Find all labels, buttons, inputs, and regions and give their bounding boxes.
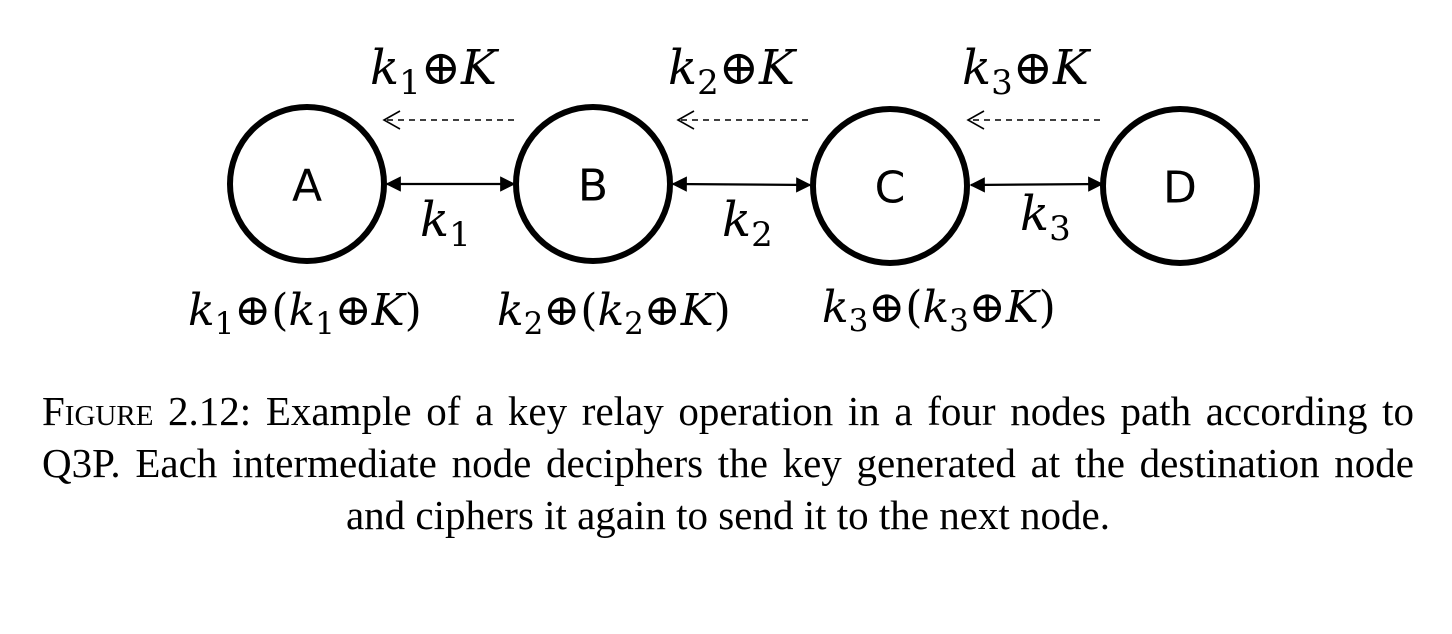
- link-key-label-1: k1: [420, 192, 471, 255]
- node-label: C: [875, 163, 906, 214]
- relay-arrow-b-a: [382, 110, 514, 130]
- relay-arrow-c-b: [676, 110, 808, 130]
- node-c: C: [810, 106, 970, 266]
- node-label: B: [578, 161, 608, 212]
- node-d: D: [1100, 106, 1260, 266]
- node-a: A: [227, 104, 387, 264]
- figure-label: Figure 2.12:: [42, 388, 252, 434]
- link-edge-b-c: [671, 176, 812, 193]
- decipher-label-2: k2⊕(k2⊕K): [497, 285, 731, 342]
- decipher-label-1: k1⊕(k1⊕K): [188, 285, 422, 342]
- relayed-label-1: k1⊕K: [370, 40, 500, 103]
- relay-arrow-d-c: [966, 110, 1100, 130]
- node-b: B: [513, 104, 673, 264]
- link-key-label-2: k2: [722, 192, 773, 255]
- figure-caption: Figure 2.12: Example of a key relay oper…: [42, 385, 1414, 541]
- link-edge-c-d: [969, 176, 1104, 193]
- link-key-label-3: k3: [1020, 186, 1071, 249]
- caption-text: Example of a key relay operation in a fo…: [42, 388, 1414, 538]
- relayed-label-2: k2⊕K: [668, 40, 798, 103]
- relayed-label-3: k3⊕K: [962, 40, 1092, 103]
- decipher-label-3: k3⊕(k3⊕K): [822, 282, 1056, 339]
- node-label: D: [1163, 163, 1197, 214]
- key-relay-diagram: A B C D k1⊕K k2⊕K k3⊕K k1 k2 k3 k1⊕(k1⊕K…: [188, 40, 1260, 342]
- node-label: A: [292, 161, 322, 212]
